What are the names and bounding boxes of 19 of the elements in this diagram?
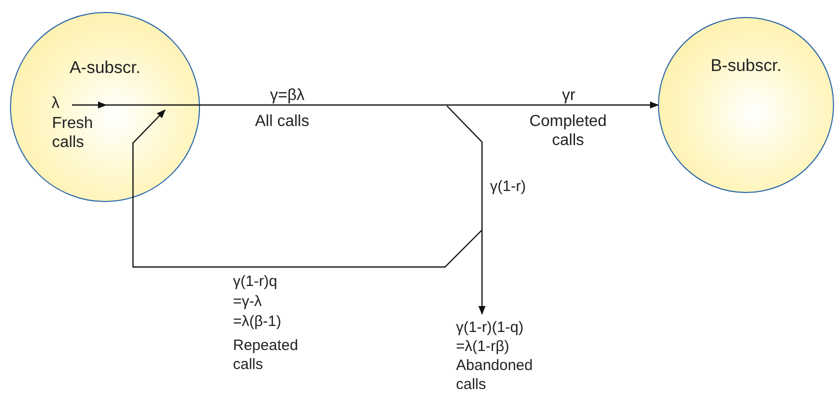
formula-label: γ(1-r)q bbox=[233, 272, 278, 291]
rate-symbol: λ bbox=[52, 94, 60, 112]
flow-label: All calls bbox=[255, 112, 310, 131]
subscriber-label: A-subscr. bbox=[68, 58, 142, 78]
formula-label: γ(1-r)(1-q) bbox=[456, 318, 524, 337]
formula-label: =γ-λ bbox=[233, 292, 262, 311]
flow-label: Completed calls bbox=[528, 112, 608, 150]
flow-label: Repeated calls bbox=[233, 336, 300, 374]
formula-label: γ(1-r) bbox=[490, 177, 526, 196]
flow-label: Fresh calls bbox=[52, 114, 94, 152]
formula-label: =λ(β-1) bbox=[233, 312, 282, 331]
formula-label: γr bbox=[562, 86, 576, 105]
formula-label: =λ(1-rβ) bbox=[456, 337, 510, 356]
arrow bbox=[132, 109, 482, 268]
arrow bbox=[72, 102, 658, 108]
arrow bbox=[446, 106, 486, 315]
flow-label: Abandoned calls bbox=[456, 356, 534, 394]
subscriber-label: B-subscr. bbox=[710, 56, 782, 76]
formula-label: γ=βλ bbox=[270, 86, 305, 105]
